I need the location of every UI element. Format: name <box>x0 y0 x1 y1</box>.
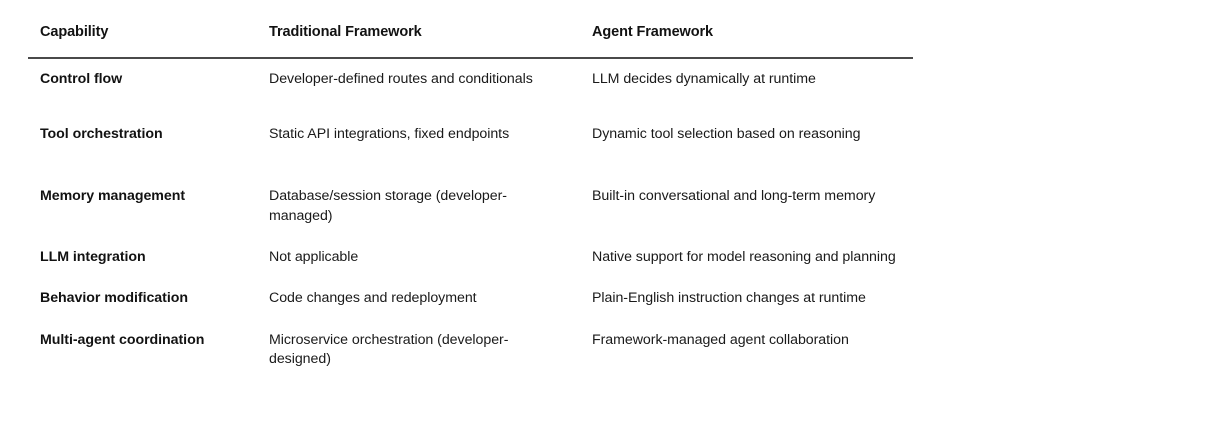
cell-capability: Tool orchestration <box>40 126 163 143</box>
column-header-capability: Capability <box>28 24 257 59</box>
cell-capability: Memory management <box>40 188 186 205</box>
table-row: Tool orchestration Static API integratio… <box>28 113 913 175</box>
cell-agent-framework: LLM decides dynamically at runtime <box>592 71 816 87</box>
cell-traditional-framework: Static API integrations, fixed endpoints <box>269 126 510 143</box>
table-header-row: Capability Traditional Framework Agent F… <box>28 24 913 59</box>
table-row: Behavior modification Code changes and r… <box>28 277 913 319</box>
cell-capability: Behavior modification <box>40 289 188 306</box>
cell-traditional-framework: Developer-defined routes and conditional… <box>269 71 533 87</box>
cell-traditional-framework: Database/session storage (developer-mana… <box>269 188 507 224</box>
column-header-agent-framework: Agent Framework <box>580 24 913 59</box>
cell-agent-framework: Framework-managed agent collaboration <box>592 332 849 349</box>
cell-capability: Control flow <box>40 71 123 87</box>
cell-agent-framework: Dynamic tool selection based on reasonin… <box>592 126 861 143</box>
cell-agent-framework: Built-in conversational and long-term me… <box>592 188 876 205</box>
cell-capability: LLM integration <box>40 248 146 265</box>
cell-traditional-framework: Microservice orchestration (developer-de… <box>269 332 509 368</box>
cell-capability: Multi-agent coordination <box>40 332 205 349</box>
cell-agent-framework: Plain-English instruction changes at run… <box>592 289 866 306</box>
table-row: Multi-agent coordination Microservice or… <box>28 319 913 379</box>
table-row: LLM integration Not applicable Native su… <box>28 236 913 277</box>
table-row: Memory management Database/session stora… <box>28 175 913 235</box>
cell-traditional-framework: Code changes and redeployment <box>269 289 477 306</box>
cell-agent-framework: Native support for model reasoning and p… <box>592 248 896 265</box>
table-body: Control flow Developer-defined routes an… <box>28 58 913 379</box>
column-header-traditional-framework: Traditional Framework <box>257 24 580 59</box>
table-header: Capability Traditional Framework Agent F… <box>28 24 913 59</box>
capability-comparison-table: Capability Traditional Framework Agent F… <box>28 24 913 379</box>
cell-traditional-framework: Not applicable <box>269 248 359 265</box>
table-row: Control flow Developer-defined routes an… <box>28 58 913 113</box>
